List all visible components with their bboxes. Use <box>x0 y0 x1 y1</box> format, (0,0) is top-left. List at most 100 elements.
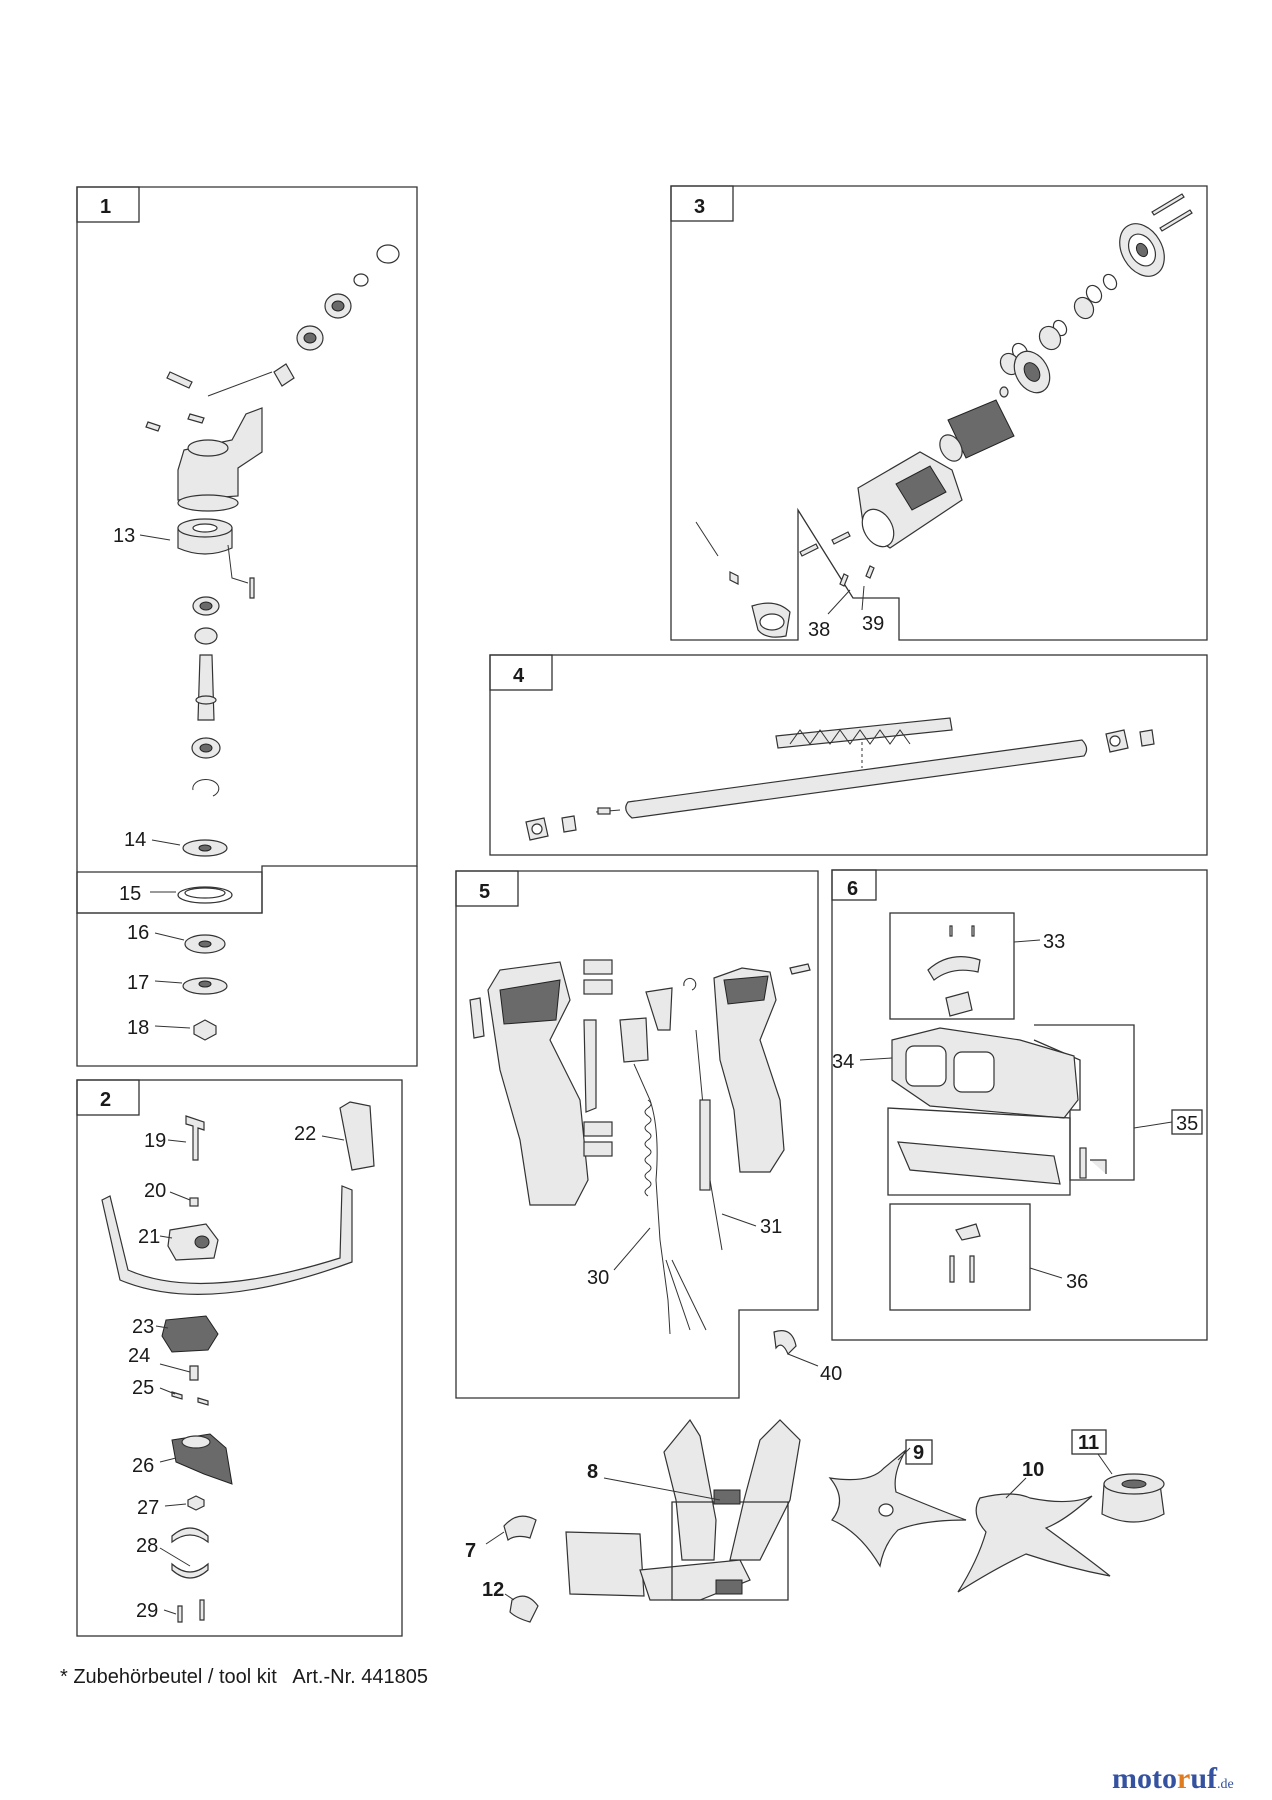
part-18-nut <box>193 1019 217 1041</box>
section-6-number: 6 <box>847 878 858 900</box>
harness-strap-left <box>663 1418 717 1561</box>
section-1-number: 1 <box>100 196 111 218</box>
part-10-blade <box>957 1493 1111 1593</box>
section-2-number: 2 <box>100 1089 111 1111</box>
callout-13: 13 <box>113 525 135 547</box>
screw-left-1 <box>187 413 205 424</box>
callout-21: 21 <box>138 1226 160 1248</box>
part-21-clamp <box>167 1223 219 1261</box>
brand-logo: motoruf.de <box>1112 1762 1234 1795</box>
footer-note: * Zubehörbeutel / tool kit Art.-Nr. 4418… <box>60 1666 428 1689</box>
part-25-screws <box>171 1391 209 1406</box>
harness-hip-pad <box>565 1531 645 1597</box>
switch-block <box>645 987 673 1031</box>
section-2: 2 19 22 20 21 23 24 25 26 <box>76 1079 403 1637</box>
part-29-screws <box>177 1599 205 1623</box>
gear-4 <box>194 627 218 645</box>
output-shaft <box>197 654 215 721</box>
screws-mid <box>799 531 851 557</box>
footer-article-number: Art.-Nr. 441805 <box>292 1666 428 1688</box>
part-36-box <box>889 1203 1031 1311</box>
callout-27: 27 <box>137 1497 159 1519</box>
pinion-gear <box>273 363 295 387</box>
callout-25: 25 <box>132 1377 154 1399</box>
section-6: 6 33 34 35 36 <box>831 869 1208 1341</box>
part-33-clip <box>927 956 981 981</box>
callout-11: 11 <box>1078 1432 1099 1454</box>
section-3-number: 3 <box>694 196 705 218</box>
callout-14: 14 <box>124 829 146 851</box>
section-1-lower-frame <box>76 866 418 1067</box>
section-3: 3 38 39 <box>670 185 1208 641</box>
callout-23: 23 <box>132 1316 154 1338</box>
part-24-spring <box>189 1365 199 1381</box>
section-5: 5 30 31 <box>455 870 819 1399</box>
callout-20: 20 <box>144 1180 166 1202</box>
screw-13 <box>249 577 255 599</box>
section-5-tab <box>455 870 519 907</box>
callout-31: 31 <box>760 1216 782 1238</box>
callout-18: 18 <box>127 1017 149 1039</box>
callout-24: 24 <box>128 1345 150 1367</box>
part-33-box <box>889 912 1015 1020</box>
part-20-block <box>189 1197 199 1207</box>
loose-parts: 40 7 12 8 9 10 11 <box>465 1330 1165 1623</box>
part-35-blade-guard <box>897 1141 1061 1185</box>
part-19-pin <box>185 1115 205 1161</box>
part-7-clip <box>503 1515 537 1542</box>
trigger-lever <box>583 1019 597 1113</box>
main-tube <box>625 739 1088 819</box>
screw-top-left <box>166 371 193 389</box>
harness-strap-right <box>729 1419 801 1561</box>
callout-28: 28 <box>136 1535 158 1557</box>
part-15-frame <box>76 871 263 914</box>
callout-36: 36 <box>1066 1271 1088 1293</box>
section-1-tab <box>76 186 140 223</box>
part-11-spool <box>1101 1483 1165 1523</box>
cable-30 <box>633 1063 671 1335</box>
callout-17: 17 <box>127 972 149 994</box>
section-2-tab <box>76 1079 140 1116</box>
callout-8: 8 <box>587 1461 598 1483</box>
callout-26: 26 <box>132 1455 154 1477</box>
callout-35: 35 <box>1176 1113 1198 1135</box>
callout-19: 19 <box>144 1130 166 1152</box>
section-4-number: 4 <box>513 665 525 687</box>
bushing-right-2 <box>1139 729 1155 747</box>
handlebar <box>101 1185 353 1295</box>
callout-38: 38 <box>808 619 830 641</box>
callout-33: 33 <box>1043 931 1065 953</box>
section-5-frame <box>455 870 819 1399</box>
screw-left-2 <box>145 421 161 432</box>
callout-40: 40 <box>820 1363 842 1385</box>
callout-10: 10 <box>1022 1459 1044 1481</box>
handle-right-half <box>713 967 785 1173</box>
callout-7: 7 <box>465 1540 476 1562</box>
callout-9: 9 <box>913 1442 924 1464</box>
part-9-blade <box>828 1449 967 1568</box>
bushing-left-2 <box>561 815 577 833</box>
trigger <box>619 1017 649 1063</box>
callout-39: 39 <box>862 613 884 635</box>
part-27-nut <box>187 1495 205 1511</box>
circlip-top <box>376 244 400 264</box>
screws-38-39 <box>839 565 875 587</box>
callout-30: 30 <box>587 1267 609 1289</box>
section-4-frame <box>489 654 1208 856</box>
section-1: 1 13 14 <box>76 186 418 1067</box>
washer-top <box>353 273 369 287</box>
section-5-number: 5 <box>479 881 490 903</box>
shaft-liner <box>775 717 953 749</box>
part-28-clip-upper <box>171 1527 209 1544</box>
circlip-lower <box>192 779 220 797</box>
section-4-tab <box>489 654 553 691</box>
part-23-clamp-plate <box>161 1315 219 1353</box>
screws-top <box>1151 193 1193 232</box>
section-4: 4 <box>489 654 1208 856</box>
section-1-frame <box>76 186 418 914</box>
part-22-grip <box>339 1101 375 1171</box>
footer-tool-kit: * Zubehörbeutel / tool kit <box>60 1666 277 1688</box>
callout-22: 22 <box>294 1123 316 1145</box>
callout-16: 16 <box>127 922 149 944</box>
